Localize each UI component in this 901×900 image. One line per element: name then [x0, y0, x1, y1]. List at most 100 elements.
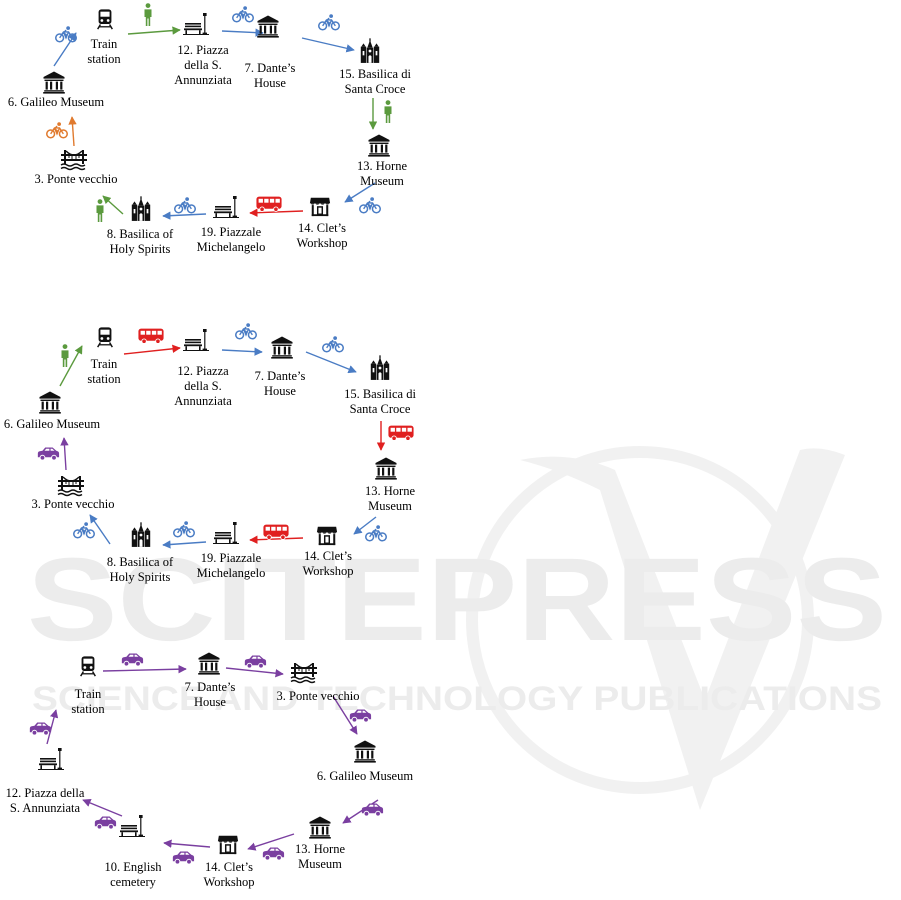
- place-label-line: Michelangelo: [197, 566, 266, 580]
- place-label-line: 13. Horne: [357, 159, 407, 173]
- bridge-icon: [60, 149, 88, 171]
- route-arrow-clet-to-cemetery: [163, 839, 211, 848]
- church-icon: [370, 355, 390, 380]
- train-icon: [96, 326, 114, 348]
- walk-icon: [384, 100, 392, 123]
- place-label-line: 14. Clet’s: [298, 221, 346, 235]
- place-label-line: Holy Spirits: [110, 570, 171, 584]
- route-arrow-cemetery-to-piazza12: [82, 798, 123, 817]
- route-arrow-piazza12-to-dante: [221, 28, 264, 37]
- watermark-subtitle: SCIENCE AND TECHNOLOGY PUBLICATIONS: [32, 680, 882, 718]
- place-label-line: Workshop: [203, 875, 254, 889]
- place-label-line: House: [264, 384, 296, 398]
- place-label-line: 6. Galileo Museum: [8, 95, 104, 109]
- route-arrow-michelangelo-to-holyspirit: [162, 211, 207, 220]
- church-icon: [131, 196, 151, 221]
- place-label-line: Santa Croce: [350, 402, 411, 416]
- car-icon: [361, 803, 384, 817]
- bicycle-icon: [174, 197, 196, 214]
- route-arrow-horne-to-clet: [247, 833, 295, 851]
- route-arrow-galileo-to-train: [53, 32, 77, 67]
- place-label: 3. Ponte vecchio: [277, 689, 360, 703]
- place-label-line: 3. Ponte vecchio: [35, 172, 118, 186]
- place-label: 6. Galileo Museum: [8, 95, 104, 109]
- route-arrow-galileo-to-train: [59, 345, 83, 387]
- bench-lamp-icon: [183, 13, 209, 35]
- place-label-line: Workshop: [302, 564, 353, 578]
- place-label-line: 7. Dante’s: [255, 369, 306, 383]
- museum-icon: [271, 336, 293, 359]
- church-icon: [131, 522, 151, 547]
- place-node-galileo: 6. Galileo Museum: [317, 740, 413, 783]
- place-label-line: 3. Ponte vecchio: [32, 497, 115, 511]
- museum-icon: [354, 740, 376, 763]
- bench-lamp-icon: [38, 748, 64, 770]
- place-label-line: 13. Horne: [295, 842, 345, 856]
- route-arrow-ponte-to-galileo: [332, 695, 358, 735]
- route-arrow-holyspirit-to-ponte: [102, 195, 124, 215]
- route-arrow-michelangelo-to-holyspirit: [162, 540, 207, 549]
- bicycle-icon: [359, 197, 381, 214]
- place-label-line: Santa Croce: [345, 82, 406, 96]
- place-node-ponte: 3. Ponte vecchio: [35, 149, 118, 186]
- place-label-line: 14. Clet’s: [304, 549, 352, 563]
- route-arrow-dante-to-santacroce: [301, 37, 355, 53]
- museum-icon: [43, 71, 65, 94]
- place-label-line: 3. Ponte vecchio: [277, 689, 360, 703]
- place-label-line: 10. English: [105, 860, 163, 874]
- car-icon: [262, 847, 285, 861]
- place-label-line: Michelangelo: [197, 240, 266, 254]
- place-label-line: station: [87, 52, 121, 66]
- place-label-line: 7. Dante’s: [185, 680, 236, 694]
- place-label-line: cemetery: [110, 875, 157, 889]
- place-label-line: 8. Basilica of: [107, 555, 174, 569]
- place-label: 6. Galileo Museum: [4, 417, 100, 431]
- car-icon: [29, 722, 52, 736]
- museum-icon: [375, 457, 397, 480]
- bus-icon: [388, 425, 414, 441]
- route-arrow-holyspirit-to-ponte: [89, 514, 111, 545]
- place-label-line: Holy Spirits: [110, 242, 171, 256]
- watermark-title: SCITEPRESS: [27, 534, 887, 666]
- place-label-line: 12. Piazza: [177, 364, 229, 378]
- bus-icon: [138, 328, 164, 344]
- place-label-line: House: [254, 76, 286, 90]
- place-label-line: station: [87, 372, 121, 386]
- place-label-line: 6. Galileo Museum: [4, 417, 100, 431]
- route-arrow-piazza12-to-dante: [221, 347, 263, 356]
- museum-icon: [309, 816, 331, 839]
- walk-icon: [61, 344, 69, 367]
- bicycle-icon: [55, 26, 77, 43]
- bicycle-icon: [232, 6, 254, 23]
- car-icon: [37, 447, 60, 461]
- route-arrow-clet-to-michelangelo: [249, 535, 304, 544]
- watermark-swoosh: [520, 448, 845, 810]
- place-label-line: Museum: [298, 857, 342, 871]
